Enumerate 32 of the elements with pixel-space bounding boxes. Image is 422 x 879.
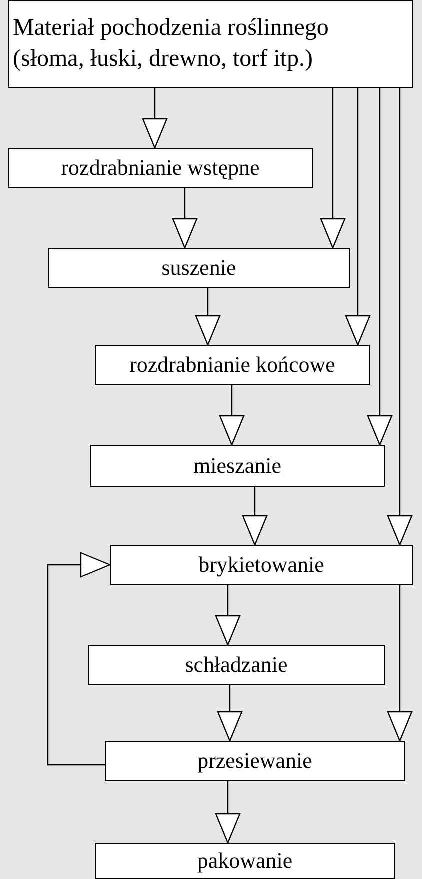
- step-label: przesiewanie: [198, 747, 312, 775]
- arrow: [345, 88, 371, 346]
- step-label: suszenie: [162, 254, 236, 282]
- arrow: [47, 552, 111, 766]
- arrow: [367, 88, 393, 446]
- arrow: [217, 685, 243, 742]
- arrow: [387, 88, 413, 546]
- arrow: [242, 487, 268, 546]
- arrow: [219, 385, 245, 446]
- process-box: [90, 445, 385, 487]
- arrow: [320, 88, 346, 249]
- step-label: schładzanie: [185, 651, 288, 679]
- arrow: [142, 88, 168, 149]
- step-label: Materiał pochodzenia roślinnego (słoma, łuski, drewno, torf itp.): [13, 14, 330, 74]
- arrow: [215, 585, 241, 646]
- arrow: [387, 585, 413, 742]
- process-box: [95, 345, 370, 385]
- arrow: [195, 288, 221, 346]
- process-box: [105, 741, 405, 781]
- process-box: [88, 645, 385, 685]
- step-label: brykietowanie: [198, 551, 324, 579]
- process-box: [110, 545, 413, 585]
- step-label: rozdrabnianie wstępne: [61, 154, 260, 182]
- step-label: rozdrabnianie końcowe: [130, 351, 336, 379]
- process-box: [8, 148, 313, 188]
- process-box: [95, 843, 395, 879]
- process-box: [8, 0, 413, 88]
- process-box: [48, 248, 350, 288]
- arrow: [172, 188, 198, 249]
- arrow: [215, 781, 241, 844]
- step-label: mieszanie: [194, 452, 282, 480]
- step-label: pakowanie: [197, 847, 293, 875]
